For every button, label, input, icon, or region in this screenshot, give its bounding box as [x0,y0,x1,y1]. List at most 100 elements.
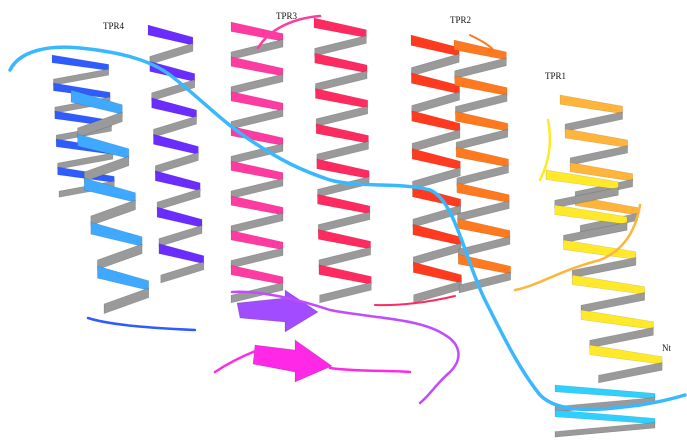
tpr1-helix-a-segment [545,169,663,384]
tpr3-helix-b-segment-turn [318,264,372,285]
tpr2-helix-b-segment-turn [457,218,511,239]
tpr4-helix-a-light-segment-turn [103,287,149,315]
tpr2-helix-b-segment-turn [458,271,511,294]
tpr4-helix-a-segment-turn [53,68,109,86]
tpr2-helix-a-segment-turn [412,223,462,246]
tpr3-helix-a-segment-turn [230,212,284,234]
tpr3-helix-a-segment-turn [230,56,284,77]
tpr3-helix-b-segment-turn [318,246,371,269]
tpr2-helix-a-segment-turn [412,242,462,266]
tpr2-helix-b-segment-turn [455,146,509,168]
nt-helix-segment-turn [554,422,656,438]
tpr4-label: TPR4 [103,21,125,31]
tpr4-helix-b-segment-turn [151,97,197,119]
tpr3-helix-b-segment-turn [316,158,370,179]
tpr1-helix-b-segment-turn [564,128,628,148]
tpr4-helix-a-segment-turn [51,54,109,71]
tpr4-helix-b-segment-turn [158,224,203,247]
tpr2-helix-a-segment-turn [411,72,460,95]
tpr1-helix-b-segment-turn [569,145,628,166]
tpr3-helix-b-segment-turn [316,140,369,163]
tpr4-helix-a-light-segment-turn [97,265,149,291]
tpr2-helix-b-segment-turn [457,200,510,222]
pink-top-loop-path [256,14,322,50]
helices-layer [51,17,663,438]
tpr2-helix-a-segment-turn [412,186,462,208]
tpr2-helix-b-segment-turn [454,75,508,96]
tpr2-helix-b-segment-turn [455,111,509,132]
tpr4-helix-a-light-segment-turn [90,199,136,227]
tpr3-helix-a-segment-turn [230,247,284,269]
tpr3-helix-a-segment-turn [230,91,284,112]
tpr2-helix-a-segment-turn [412,167,461,190]
tpr3-helix-b-segment-turn [317,229,371,250]
tpr1-helix-b-segment [559,94,639,234]
tpr3-helix-a-segment-turn [230,160,284,181]
nt-helix-segment [554,384,656,438]
tpr2-helix-b-segment-turn [456,182,510,204]
tpr1-helix-a-segment-turn [571,257,637,279]
tpr2-helix-a-segment-turn [411,148,461,170]
tpr1-helix-a-segment-turn [598,362,663,384]
tpr3-helix-b-segment [313,17,372,304]
tpr3-helix-a-segment-turn [230,73,284,95]
tpr2-helix-b-segment-turn [456,164,509,187]
magenta-loop-path-2 [328,366,412,374]
tpr4-helix-b-segment-turn [156,188,201,211]
tpr3-helix-a-segment-turn [230,195,284,216]
tpr3-helix-a-segment-turn [230,38,284,60]
tpr2-helix-b-segment-turn [453,39,507,61]
tpr3-helix-a-segment [230,21,284,304]
tpr4-helix-b-segment-turn [153,115,197,138]
tpr3-helix-b-segment-turn [317,193,371,215]
tpr2-helix-a-segment-turn [411,129,461,153]
tpr1-helix-a-segment-turn [580,292,645,314]
nt-label: Nt [662,343,671,353]
tpr2-helix-a-segment [410,34,462,304]
tpr3-helix-b-segment-turn [319,281,372,304]
beta-strand-2-arrow-icon [252,339,333,383]
orange-loop-path [513,203,642,292]
tpr4-helix-b-segment-turn [149,42,194,65]
tpr4-helix-b-segment-turn [158,243,205,265]
tpr3-helix-a-segment-turn [230,177,284,199]
tpr4-helix-b-segment-turn [156,206,203,228]
tpr1-helix-a-segment-turn [589,327,654,349]
tpr3-helix-b-segment-turn [313,17,367,38]
blue-bottom-loop-path [86,316,197,332]
tpr4-helix-b-segment-turn [154,170,201,192]
tpr4-helix-b-segment [147,24,205,284]
tpr1-label: TPR1 [545,71,567,81]
tpr4-helix-b-segment-turn [147,24,194,46]
nt-helix-segment-turn [554,409,656,425]
tpr4-helix-a-light-segment-turn [97,243,143,271]
tpr3-helix-b-segment-turn [315,105,369,128]
tpr2-helix-b-segment [453,39,511,294]
tpr2-top-loop-path [469,34,496,53]
tpr3-helix-b-segment-turn [315,123,369,144]
tpr3-helix-b-segment-turn [315,70,368,92]
tpr3-label: TPR3 [276,11,298,21]
red-loop-path [374,295,456,307]
tpr2-helix-b-segment-turn [457,253,511,275]
tpr1-helix-b-segment-turn [564,111,623,132]
tpr2-helix-b-segment-turn [455,128,509,151]
tpr2-helix-b-segment-turn [454,57,507,80]
beta-strand-2 [252,339,333,383]
tpr2-helix-a-segment-turn [412,261,462,284]
tpr4-helix-b-segment-turn [153,133,199,155]
tpr1-helix-a-segment-turn [571,274,645,295]
tpr2-helix-a-segment-turn [411,91,460,115]
tpr4-helix-a-light-segment [70,89,149,315]
purple-loop-path [230,290,460,405]
tpr2-helix-a-segment-turn [410,34,460,57]
tpr3-helix-a-segment-turn [230,230,284,251]
tpr4-helix-b-segment-turn [160,261,205,284]
magenta-loop-path [213,348,260,374]
tpr2-helix-a-segment-turn [411,53,460,77]
beta-strands-layer [236,289,333,383]
tpr3-helix-b-segment-turn [315,88,369,109]
loops-layer [8,14,687,412]
tpr2-label: TPR2 [450,15,472,25]
